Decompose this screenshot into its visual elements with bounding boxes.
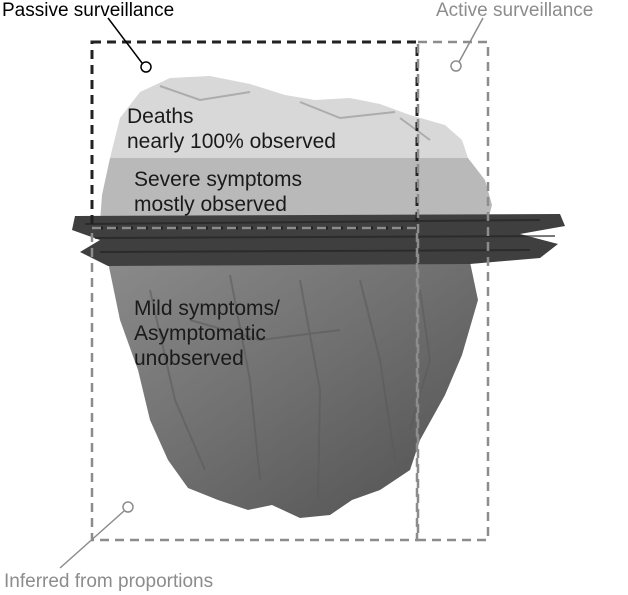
inferred-box: [90, 226, 419, 542]
active-surveillance-label: Active surveillance: [436, 0, 594, 21]
deaths-line-1: Deaths: [127, 105, 194, 128]
severe-line-2: mostly observed: [134, 192, 287, 216]
active-surveillance-box: [416, 40, 490, 542]
severe-text: Severe symptoms mostly observed: [134, 168, 302, 218]
passive-leader: [107, 17, 152, 73]
iceberg-peak-texture: [159, 85, 431, 141]
iceberg-peak: [110, 76, 468, 158]
waterline: [72, 214, 565, 266]
iceberg-underwater-texture: [149, 274, 432, 501]
waterline-texture: [84, 219, 556, 253]
severe-line-1: Severe symptoms: [134, 168, 303, 191]
mild-text: Mild symptoms/ Asymptomatic unobserved: [134, 297, 280, 371]
passive-surveillance-label: Passive surveillance: [2, 0, 175, 21]
mild-line-3: unobserved: [134, 346, 244, 370]
deaths-text: Deaths nearly 100% observed: [127, 105, 336, 155]
active-leader: [450, 17, 484, 72]
inferred-leader: [59, 501, 134, 569]
inferred-label: Inferred from proportions: [4, 571, 214, 592]
mild-line-2: Asymptomatic: [134, 321, 266, 345]
iceberg-severe-layer: [100, 158, 492, 222]
mild-line-1: Mild symptoms/: [134, 297, 280, 320]
iceberg-underwater: [108, 262, 478, 518]
deaths-line-2: nearly 100% observed: [127, 129, 336, 153]
